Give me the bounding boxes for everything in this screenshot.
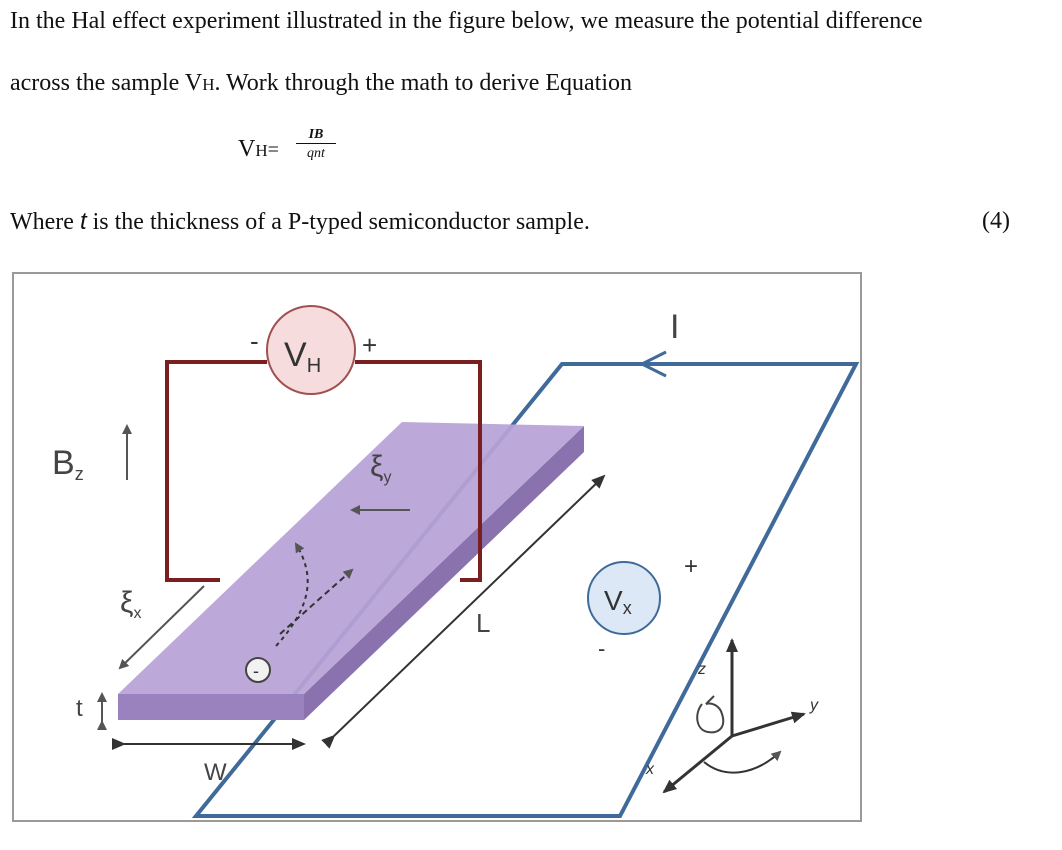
current-label: I (670, 308, 679, 346)
ex-label: ξx (120, 586, 141, 622)
question-line-1: In the Hal effect experiment illustrated… (10, 8, 923, 34)
axis-x-arrow (662, 734, 733, 794)
axis-z-label: z (697, 661, 706, 678)
thickness-label: t (76, 695, 83, 722)
width-label: W (204, 759, 227, 786)
equation-denominator: qnt (307, 146, 325, 161)
equation-numerator: IB (296, 126, 336, 144)
current-arrow-head (641, 350, 667, 378)
equation-fraction: IB qnt (296, 126, 336, 164)
deflection-path-curved (275, 542, 309, 647)
thickness-variable: t (79, 208, 87, 235)
hall-effect-diagram: I VH - + Bz ξy ξx L W t - Vx + - z y x (52, 305, 860, 818)
equation-lhs: VH= (238, 136, 279, 162)
deflection-path-straight (279, 568, 354, 635)
question-line-3: Where t is the thickness of a P-typed se… (10, 208, 590, 235)
length-arrow (321, 474, 606, 749)
bz-label: Bz (52, 444, 84, 484)
length-label: L (476, 608, 490, 638)
vh-meter-label: VH (284, 336, 321, 377)
axis-x-label: x (645, 761, 655, 778)
marks-label: (4) (982, 208, 1010, 234)
ex-arrow (118, 585, 205, 670)
axis-y-label: y (809, 697, 819, 714)
vx-meter-label: Vx (604, 585, 632, 618)
vh-meter-icon (266, 305, 356, 395)
vx-meter-icon (587, 561, 661, 635)
vx-minus: - (598, 636, 605, 661)
right-hand-icon (696, 695, 725, 734)
rotation-arrow (703, 750, 782, 774)
charge-sign: - (253, 661, 259, 681)
hall-voltage-wire (165, 360, 267, 582)
vh-subscript: H (202, 75, 215, 94)
charge-icon (245, 657, 271, 683)
vx-plus: + (684, 553, 698, 580)
vh-plus: + (362, 330, 377, 360)
vh-minus: - (250, 326, 259, 356)
question-line-2: across the sample VH. Work through the m… (10, 70, 633, 96)
axis-y-arrow (731, 711, 806, 738)
sample-front-face (118, 694, 304, 720)
hall-effect-figure: I VH - + Bz ξy ξx L W t - Vx + - z y x (12, 272, 862, 822)
